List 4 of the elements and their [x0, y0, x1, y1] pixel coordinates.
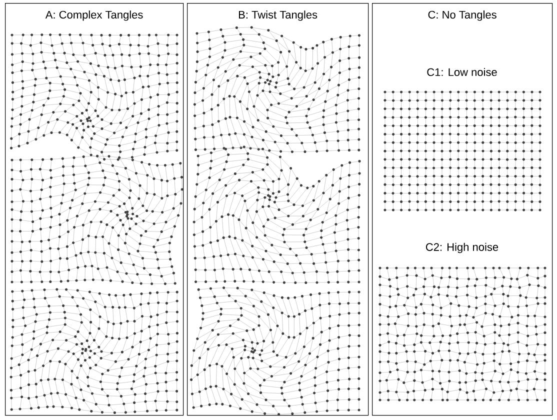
panel-heading: C2: High noise [426, 242, 498, 254]
panel-heading: C1: Low noise [427, 68, 497, 76]
panel: A: Complex Tangles [5, 3, 184, 416]
panel: B: Twist Tangles [187, 3, 369, 416]
